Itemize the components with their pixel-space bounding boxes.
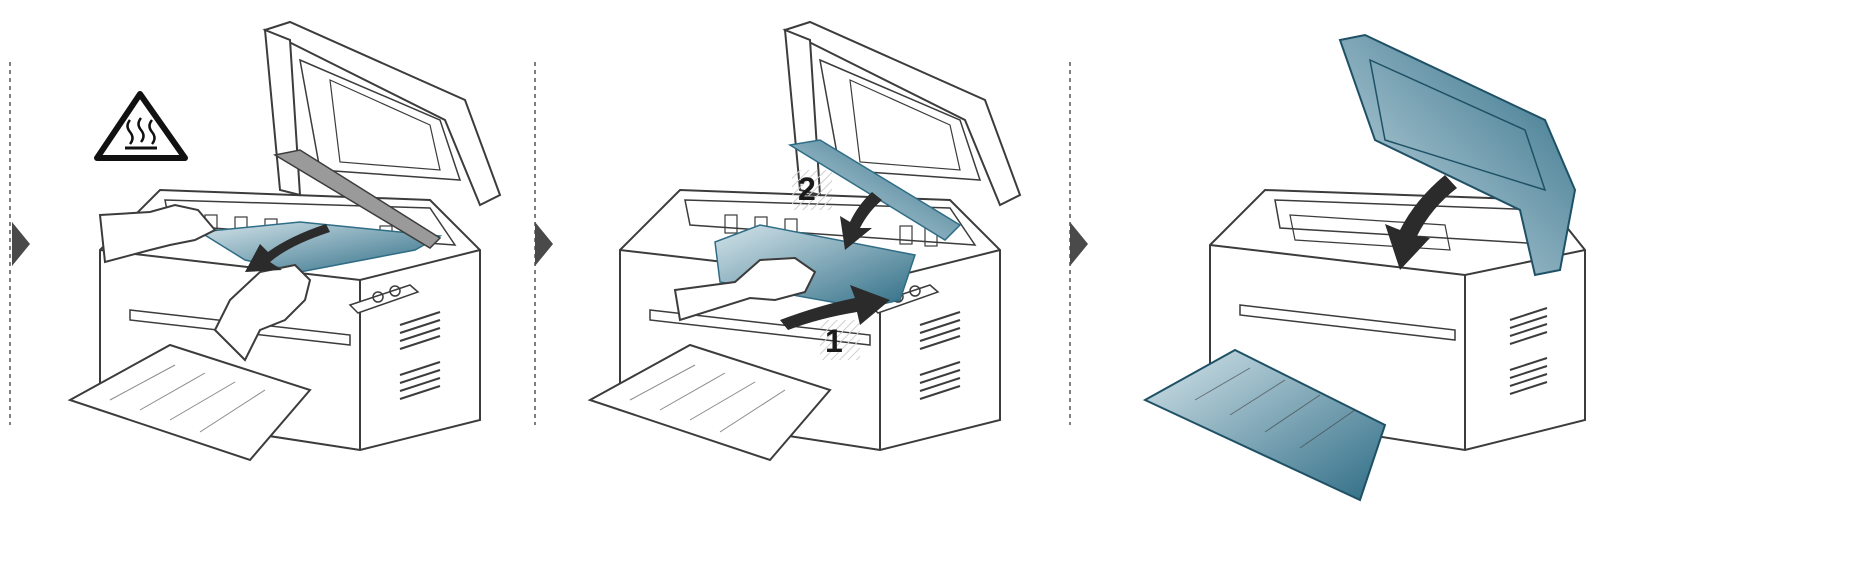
top-cover (1338, 33, 1577, 277)
callout-2: 2 (798, 171, 816, 207)
pull-out-arrow (245, 224, 330, 272)
hot-surface-warning-icon (94, 91, 188, 161)
step-marker-icon (1070, 222, 1088, 266)
press-down-arrow (840, 192, 882, 250)
step-marker-icon (12, 222, 30, 266)
close-arrow (1385, 175, 1457, 270)
callout-1: 1 (825, 323, 843, 359)
panel-2-reinsert-toner: 1 2 (589, 21, 1021, 461)
panel-3-close-cover (1142, 33, 1586, 502)
output-tray (1142, 348, 1387, 502)
left-hand (98, 203, 217, 264)
fuser-guide (787, 139, 962, 241)
callout-2-bg (792, 170, 832, 210)
step-marker-icon (535, 222, 553, 266)
fuser-guide (272, 149, 442, 249)
right-hand (213, 263, 312, 362)
panel-1-remove-jammed-paper (69, 21, 501, 461)
push-in-arrow (780, 285, 890, 330)
right-hand (673, 256, 817, 322)
callout-1-bg (820, 320, 860, 360)
